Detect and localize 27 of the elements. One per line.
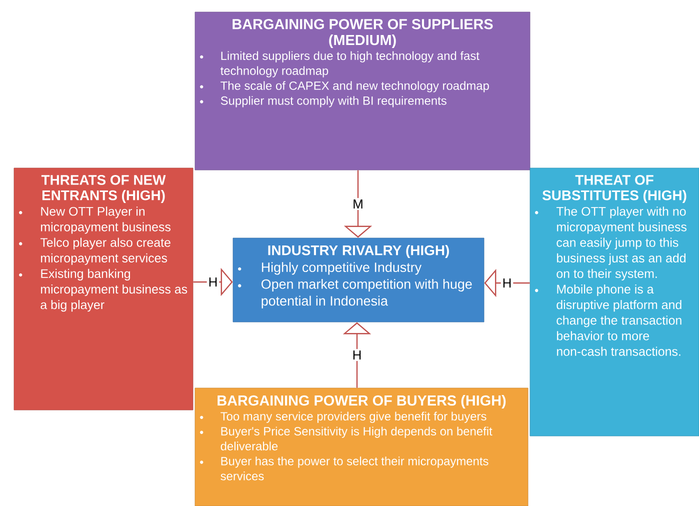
edge-label: M bbox=[354, 200, 362, 208]
force-box bbox=[194, 12, 530, 170]
edge-label: H bbox=[503, 278, 511, 288]
box-heading: THREAT OF SUBSTITUTES (HIGH) bbox=[542, 175, 686, 203]
bullet-item: Buyer's Price Sensitivity is High depends on benefit deliverable bbox=[220, 426, 492, 450]
box-heading: BARGAINING POWER OF BUYERS (HIGH) bbox=[218, 395, 506, 408]
bullet-item: Highly competitive Industry bbox=[262, 262, 422, 275]
bullet-item: Telco player also create micropayment services bbox=[40, 238, 170, 265]
box-heading: INDUSTRY RIVALRY (HIGH) bbox=[268, 245, 449, 258]
bullet-item: Too many service providers give benefit for buyers bbox=[220, 412, 486, 423]
bullet-item: Supplier must comply with BI requirements bbox=[220, 96, 446, 108]
force-box bbox=[232, 238, 484, 322]
box-heading: THREATS OF NEW ENTRANTS (HIGH) bbox=[41, 175, 166, 203]
bullet-item: Mobile phone is a disruptive platform and change the transaction behavior to more non-cash transactions. bbox=[556, 284, 682, 356]
bullet-item: Open market competition with huge potential in Indonesia bbox=[262, 278, 472, 308]
force-box bbox=[194, 388, 528, 506]
force-box bbox=[14, 168, 194, 410]
bullet-item: New OTT Player in micropayment business bbox=[41, 206, 170, 234]
force-box bbox=[530, 168, 699, 436]
bullet-item: The scale of CAPEX and new technology roadmap bbox=[220, 81, 489, 92]
edge-label: H bbox=[209, 278, 217, 286]
bullet-item: Limited suppliers due to high technology and fast technology roadmap bbox=[220, 51, 480, 78]
bullet-item: The OTT player with no micropayment business can easily jump to this business just as an add on to their system. bbox=[556, 206, 687, 280]
edge-label: H bbox=[353, 350, 361, 360]
bullet-item: Buyer has the power to select their micropayments services bbox=[220, 456, 488, 480]
box-heading: BARGAINING POWER OF SUPPLIERS (MEDIUM) bbox=[232, 19, 493, 48]
bullet-item: Existing banking micropayment business as a big player bbox=[40, 268, 188, 312]
